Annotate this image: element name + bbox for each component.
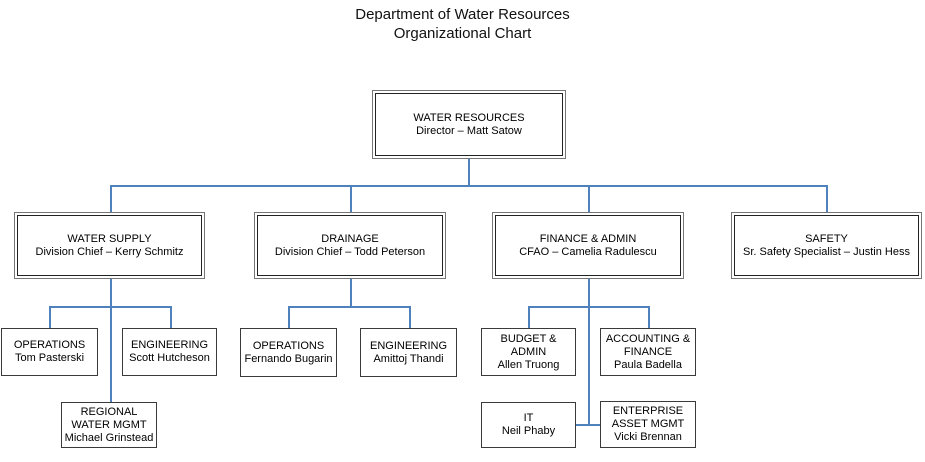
org-node-water-resources-frame: WATER RESOURCES Director – Matt Satow <box>375 93 563 156</box>
connector-dr-spine <box>350 279 352 306</box>
org-node-dr-operations: OPERATIONS Fernando Bugarin <box>240 328 337 377</box>
connector-fin-budget-drop <box>528 306 530 328</box>
node-title: OPERATIONS <box>13 339 86 351</box>
connector-level1-bus <box>110 185 827 187</box>
node-person: Amittoj Thandi <box>373 352 444 365</box>
org-node-ws-regional-water-mgmt: REGIONAL WATER MGMT Michael Grinstead <box>61 402 157 448</box>
connector-fin-spine <box>588 279 590 425</box>
connector-dr-bus <box>288 306 410 308</box>
connector-ws-bus <box>49 306 171 308</box>
org-node-fin-enterprise-asset-mgmt: ENTERPRISE ASSET MGMT Vicki Brennan <box>600 401 696 448</box>
node-title: ACCOUNTING & FINANCE <box>605 332 691 358</box>
org-node-drainage-frame: DRAINAGE Division Chief – Todd Peterson <box>257 215 443 276</box>
node-person: Director – Matt Satow <box>416 124 522 137</box>
connector-ws-operations-drop <box>49 306 51 328</box>
node-title: DRAINAGE <box>321 232 379 245</box>
node-title: REGIONAL WATER MGMT <box>71 405 147 431</box>
connector-ws-engineering-drop <box>170 306 172 328</box>
node-person: Fernando Bugarin <box>244 352 333 365</box>
org-node-fin-accounting-finance: ACCOUNTING & FINANCE Paula Badella <box>600 328 696 376</box>
node-person: Neil Phaby <box>501 425 556 437</box>
node-person: Sr. Safety Specialist – Justin Hess <box>743 245 910 258</box>
node-title: IT <box>523 412 534 424</box>
node-person: Vicki Brennan <box>614 431 682 443</box>
connector-finance-drop <box>588 185 590 212</box>
org-node-dr-engineering: ENGINEERING Amittoj Thandi <box>360 328 457 377</box>
org-node-ws-operations: OPERATIONS Tom Pasterski <box>1 328 98 376</box>
node-person: Division Chief – Kerry Schmitz <box>35 245 184 258</box>
org-node-finance-admin-frame: FINANCE & ADMIN CFAO – Camelia Radulescu <box>495 215 681 276</box>
node-title: WATER RESOURCES <box>413 111 525 124</box>
node-person: Michael Grinstead <box>64 431 154 444</box>
connector-fin-it-enterprise <box>576 424 600 426</box>
node-title: ENGINEERING <box>130 339 208 351</box>
connector-director-drop <box>468 159 470 186</box>
page-title: Department of Water Resources Organizati… <box>0 5 925 43</box>
page-title-line2: Organizational Chart <box>393 25 532 42</box>
node-person: Allen Truong <box>497 358 560 371</box>
node-title: BUDGET & ADMIN <box>500 332 557 358</box>
org-node-water-supply: WATER SUPPLY Division Chief – Kerry Schm… <box>14 212 205 279</box>
node-title: OPERATIONS <box>252 339 325 352</box>
org-node-water-supply-frame: WATER SUPPLY Division Chief – Kerry Schm… <box>17 215 202 276</box>
org-node-finance-admin: FINANCE & ADMIN CFAO – Camelia Radulescu <box>492 212 684 279</box>
connector-safety-drop <box>826 185 828 212</box>
node-person: Paula Badella <box>614 358 682 371</box>
node-title: ENTERPRISE ASSET MGMT <box>611 405 685 430</box>
node-person: Scott Hutcheson <box>129 352 210 364</box>
org-node-ws-engineering: ENGINEERING Scott Hutcheson <box>122 328 217 376</box>
node-person: CFAO – Camelia Radulescu <box>519 245 657 258</box>
org-node-fin-it: IT Neil Phaby <box>481 402 576 448</box>
node-person: Tom Pasterski <box>14 352 85 364</box>
node-title: FINANCE & ADMIN <box>539 232 637 245</box>
org-node-fin-budget-admin: BUDGET & ADMIN Allen Truong <box>481 328 576 376</box>
org-node-safety-frame: SAFETY Sr. Safety Specialist – Justin He… <box>734 215 919 276</box>
node-person: Division Chief – Todd Peterson <box>274 245 426 258</box>
org-node-water-resources: WATER RESOURCES Director – Matt Satow <box>372 90 566 159</box>
connector-fin-bus <box>528 306 649 308</box>
connector-dr-engineering-drop <box>409 306 411 328</box>
node-title: ENGINEERING <box>369 339 447 352</box>
connector-fin-accounting-drop <box>648 306 650 328</box>
connector-water-supply-drop <box>110 185 112 212</box>
org-node-drainage: DRAINAGE Division Chief – Todd Peterson <box>254 212 446 279</box>
org-node-safety: SAFETY Sr. Safety Specialist – Justin He… <box>731 212 922 279</box>
page-title-line1: Department of Water Resources <box>355 6 570 23</box>
node-title: WATER SUPPLY <box>67 232 152 245</box>
connector-ws-spine <box>110 279 112 402</box>
connector-drainage-drop <box>350 185 352 212</box>
node-title: SAFETY <box>805 232 848 245</box>
connector-dr-operations-drop <box>288 306 290 328</box>
